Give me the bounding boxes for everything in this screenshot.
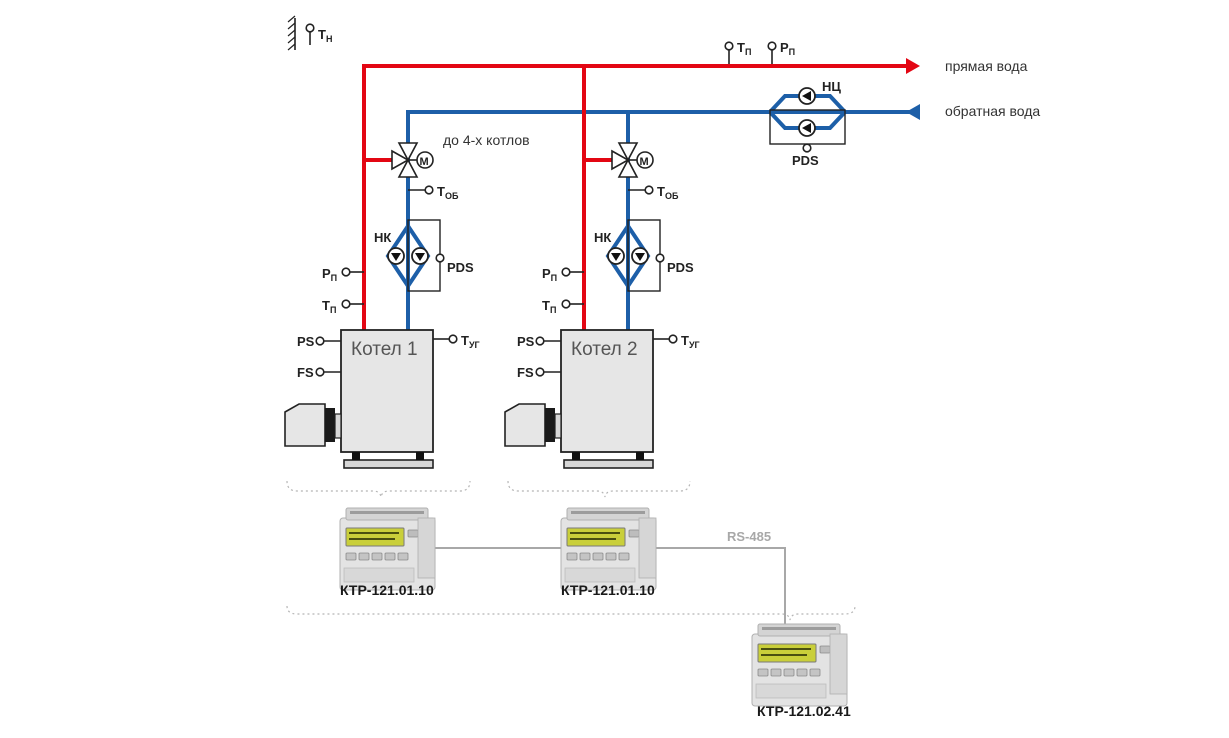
controller-icon <box>560 507 657 591</box>
ps-sensor: PS <box>297 334 341 349</box>
controller-1: КТР-121.01.10 <box>339 507 436 598</box>
return-temp-sensor: ТОБ <box>408 184 459 201</box>
boiler-2: Котел 2 PS FS ТУГ <box>504 329 700 469</box>
svg-text:ТУГ: ТУГ <box>681 333 700 350</box>
network-pds-icon <box>802 143 812 153</box>
burner-icon <box>284 403 342 447</box>
header-pressure-label: Р <box>780 40 789 55</box>
svg-text:РП: РП <box>780 40 795 57</box>
controller-2: КТР-121.01.10 <box>560 507 657 598</box>
svg-text:FS: FS <box>517 365 534 380</box>
flue-temp-sensor: ТУГ <box>653 333 700 350</box>
svg-text:ТП: ТП <box>322 298 336 315</box>
svg-text:FS: FS <box>297 365 314 380</box>
boiler-pump-label: НК <box>374 230 391 245</box>
svg-text:PS: PS <box>517 334 535 349</box>
controller-2-label: КТР-121.01.10 <box>561 582 655 598</box>
supply-pressure-sensor: РП <box>322 266 364 283</box>
flue-temp-sensor: ТУГ <box>433 333 480 350</box>
controller-1-label: КТР-121.01.10 <box>340 582 434 598</box>
network-pump-label: НЦ <box>822 79 841 94</box>
supply-temp-sensor: ТП <box>542 298 584 315</box>
ps-sensor: PS <box>517 334 561 349</box>
boiler-pump-icon <box>387 247 405 265</box>
network-pump-group: НЦ PDS <box>792 79 841 168</box>
motor-label: М <box>420 156 429 168</box>
svg-text:ТН: ТН <box>318 27 332 44</box>
rs485-label: RS-485 <box>727 529 771 544</box>
grouping-braces <box>286 480 856 621</box>
controller-master-label: КТР-121.02.41 <box>757 703 851 719</box>
burner-icon <box>504 403 562 447</box>
header-pressure-sensor: РП <box>767 40 795 64</box>
header-temp-label: Т <box>737 40 745 55</box>
fs-sensor: FS <box>297 365 341 380</box>
network-pump-icon <box>798 87 816 105</box>
boiler-pump-icon <box>411 247 429 265</box>
header-temp-sensor: ТП <box>724 40 751 64</box>
rs485-bus: RS-485 <box>434 529 786 628</box>
svg-text:РП: РП <box>322 266 337 283</box>
pds-icon <box>655 253 665 263</box>
controller-icon <box>751 623 848 707</box>
motor-label: М <box>640 156 649 168</box>
boiler-1-label: Котел 1 <box>351 339 418 360</box>
svg-text:PS: PS <box>297 334 315 349</box>
pds-label: PDS <box>667 260 694 275</box>
outdoor-temp-label: Т <box>318 27 326 42</box>
boiler-pump-icon <box>631 247 649 265</box>
fs-sensor: FS <box>517 365 561 380</box>
boiler-2-hydraulics: М ТОБ PDS НК РП ТП <box>542 142 694 315</box>
boiler-2-label: Котел 2 <box>571 339 638 360</box>
controller-master: КТР-121.02.41 <box>751 623 851 719</box>
boiler-1: Котел 1 PS FS ТУГ <box>284 329 480 469</box>
controller-icon <box>339 507 436 591</box>
svg-text:ТУГ: ТУГ <box>461 333 480 350</box>
mixing-valve-icon: М <box>391 142 434 178</box>
boiler-1-hydraulics: М ТОБ PDS НК РП ТП <box>322 142 474 315</box>
boiler-pump-label: НК <box>594 230 611 245</box>
pds-label: PDS <box>447 260 474 275</box>
svg-text:ТП: ТП <box>542 298 556 315</box>
outdoor-temp-sensor: ТН <box>287 15 332 51</box>
return-temp-sensor: ТОБ <box>628 184 679 201</box>
supply-water-pipe <box>362 58 920 332</box>
boiler-pump-icon <box>607 247 625 265</box>
up-to-4-boilers-label: до 4-х котлов <box>443 132 530 148</box>
supply-water-label: прямая вода <box>945 58 1028 74</box>
svg-text:РП: РП <box>542 266 557 283</box>
supply-pressure-sensor: РП <box>542 266 584 283</box>
svg-text:ТОБ: ТОБ <box>657 184 679 201</box>
svg-text:ТП: ТП <box>737 40 751 57</box>
supply-temp-sensor: ТП <box>322 298 364 315</box>
mixing-valve-icon: М <box>611 142 654 178</box>
return-water-label: обратная вода <box>945 103 1040 119</box>
pds-icon <box>435 253 445 263</box>
svg-text:ТОБ: ТОБ <box>437 184 459 201</box>
network-pump-icon <box>798 119 816 137</box>
network-pds-label: PDS <box>792 153 819 168</box>
